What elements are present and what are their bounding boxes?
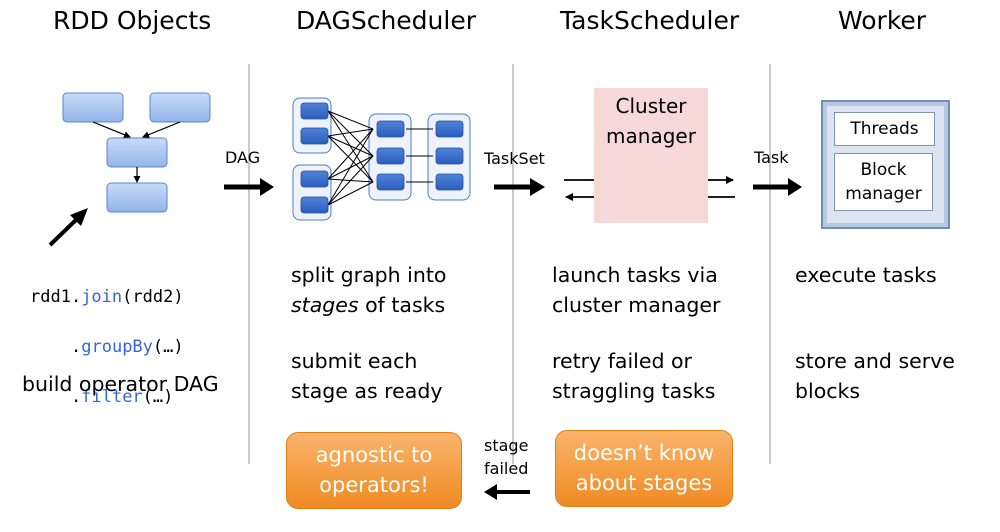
stage-failed-label: stage failed bbox=[484, 434, 528, 480]
doesnt-know-note-line2: about stages bbox=[575, 471, 713, 495]
task-arrow-label: Task bbox=[754, 148, 789, 167]
doesnt-know-note: doesn’t know about stages bbox=[555, 430, 733, 507]
code-line-3: .filter(…) bbox=[30, 385, 184, 410]
task-desc-launch: launch tasks via cluster manager bbox=[552, 260, 720, 320]
task-desc-launch-line2: cluster manager bbox=[552, 293, 721, 317]
code-join: join bbox=[81, 287, 123, 307]
dag-desc-split: split graph into stages of tasks bbox=[291, 260, 446, 320]
code-filter: filter bbox=[81, 387, 143, 407]
dag-desc-split-rest: of tasks bbox=[358, 293, 446, 317]
worker-desc-store-line1: store and serve bbox=[795, 349, 955, 373]
column-separator-2 bbox=[512, 64, 514, 464]
agnostic-note-line1: agnostic to bbox=[315, 443, 433, 467]
rdd-objects-title: RDD Objects bbox=[53, 6, 212, 35]
code-join-args: (rdd2) bbox=[122, 287, 184, 307]
rdd-code-snippet: rdd1.join(rdd2) .groupBy(…) .filter(…) bbox=[30, 260, 184, 435]
dag-desc-submit-line1: submit each bbox=[291, 349, 418, 373]
code-to-graph-arrow bbox=[48, 216, 80, 247]
block-manager-box: Block manager bbox=[834, 153, 933, 211]
code-groupby-args: (…) bbox=[152, 337, 184, 357]
dag-desc-submit-line2: stage as ready bbox=[291, 379, 443, 403]
cluster-manager-label: Cluster manager bbox=[594, 91, 708, 151]
code-filter-args: (…) bbox=[142, 387, 174, 407]
threads-box: Threads bbox=[834, 112, 935, 146]
agnostic-note-line2: operators! bbox=[319, 473, 429, 497]
dag-desc-split-line2: stages of tasks bbox=[291, 290, 446, 320]
task-desc-launch-line1: launch tasks via bbox=[552, 263, 718, 287]
column-separator-1 bbox=[248, 64, 250, 464]
stage-failed-line1: stage bbox=[484, 436, 529, 455]
dag-desc-submit: submit each stage as ready bbox=[291, 346, 442, 406]
cluster-manager-box bbox=[594, 88, 708, 223]
worker-desc-execute: execute tasks bbox=[795, 263, 937, 287]
worker-desc-store-line2: blocks bbox=[795, 379, 861, 403]
dag-arrow-label: DAG bbox=[225, 148, 261, 167]
rdd-node-2 bbox=[149, 92, 211, 123]
code-dot-3: . bbox=[71, 387, 82, 407]
cluster-manager-line2: manager bbox=[606, 124, 696, 148]
rdd-caption: build operator DAG bbox=[22, 372, 219, 396]
worker-desc-store: store and serve blocks bbox=[795, 346, 955, 406]
cluster-manager-line1: Cluster bbox=[615, 94, 687, 118]
block-manager-line2: manager bbox=[845, 184, 922, 204]
threads-label: Threads bbox=[850, 119, 919, 139]
block-manager-line1: Block bbox=[860, 160, 907, 180]
code-dot-2: . bbox=[71, 337, 82, 357]
task-desc-retry: retry failed or straggling tasks bbox=[552, 346, 715, 406]
dag-scheduler-title: DAGScheduler bbox=[296, 6, 477, 35]
task-scheduler-title: TaskScheduler bbox=[560, 6, 740, 35]
worker-title: Worker bbox=[838, 6, 927, 35]
column-separator-3 bbox=[769, 64, 771, 464]
stage-failed-line2: failed bbox=[484, 459, 529, 478]
rdd-node-4 bbox=[106, 182, 168, 213]
code-line-1: rdd1.join(rdd2) bbox=[30, 285, 184, 310]
stages-emphasis: stages bbox=[291, 293, 359, 317]
stage-graph bbox=[292, 97, 471, 221]
code-rdd1: rdd1. bbox=[30, 287, 82, 307]
dag-desc-split-line1: split graph into bbox=[291, 263, 447, 287]
code-groupby: groupBy bbox=[81, 337, 153, 357]
task-desc-retry-line1: retry failed or bbox=[552, 349, 692, 373]
task-desc-retry-line2: straggling tasks bbox=[552, 379, 716, 403]
rdd-node-1 bbox=[62, 92, 124, 123]
taskset-arrow-label: TaskSet bbox=[484, 149, 545, 168]
doesnt-know-note-line1: doesn’t know bbox=[573, 441, 715, 465]
rdd-operator-graph bbox=[62, 92, 211, 213]
rdd-node-3 bbox=[106, 137, 168, 168]
code-line-2: .groupBy(…) bbox=[30, 335, 184, 360]
agnostic-note: agnostic to operators! bbox=[286, 432, 462, 509]
